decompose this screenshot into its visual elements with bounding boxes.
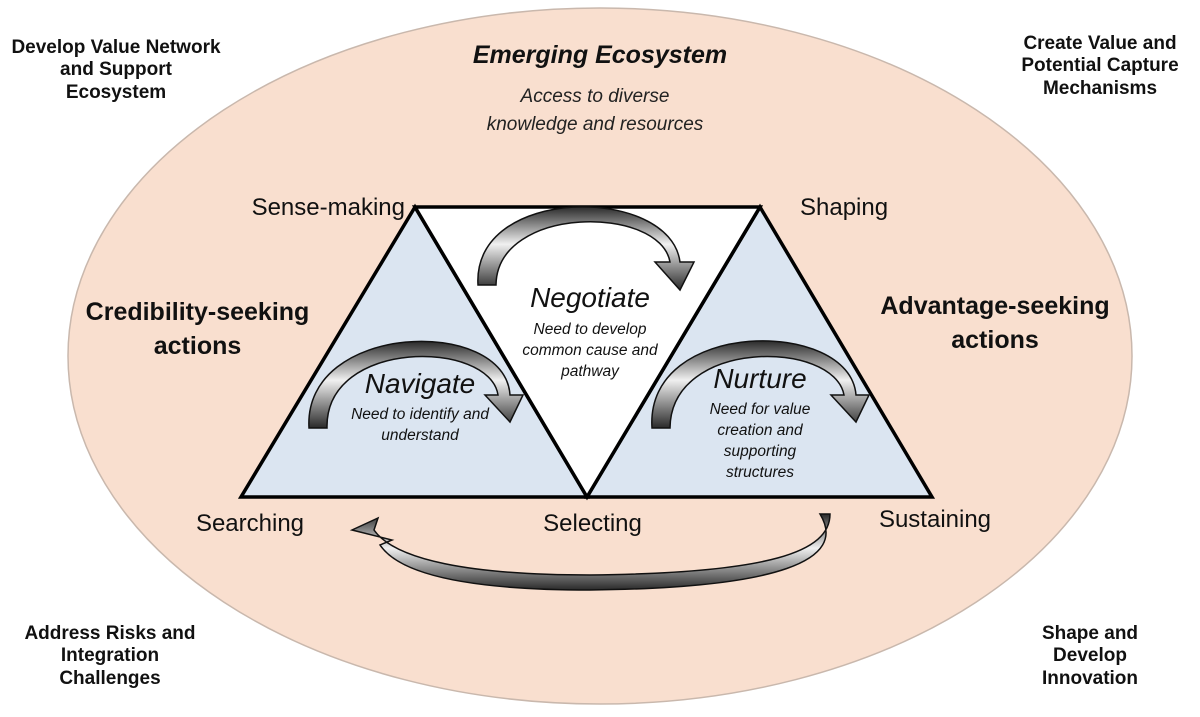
navigate-description: Need to identify and understand [351, 406, 489, 444]
negotiate-cycle-arrow [477, 206, 696, 292]
stage-sustaining: Sustaining [878, 506, 992, 533]
corner-top-left-label: Develop Value Network and Support Ecosys… [11, 37, 221, 103]
nurture-description: Need for value creation and supporting s… [709, 401, 811, 481]
navigate-title: Navigate [364, 368, 476, 399]
nurture-cycle-arrow [651, 340, 871, 429]
negotiate-title: Negotiate [530, 282, 650, 313]
return-cycle-arrow [349, 513, 831, 591]
ecosystem-subtitle: Access to diverse knowledge and resource… [486, 86, 704, 135]
negotiate-description: Need to develop common cause and pathway [522, 321, 658, 380]
credibility-seeking-label: Credibility-seeking actions [85, 298, 310, 360]
corner-bottom-left-label: Address Risks and Integration Challenges [24, 623, 196, 689]
stage-selecting: Selecting [543, 510, 642, 537]
stage-shaping: Shaping [800, 194, 889, 221]
corner-top-right-label: Create Value and Potential Capture Mecha… [1021, 33, 1179, 99]
stage-searching: Searching [195, 510, 305, 537]
stage-sense-making: Sense-making [251, 194, 405, 221]
advantage-seeking-label: Advantage-seeking actions [880, 292, 1110, 354]
ecosystem-title: Emerging Ecosystem [472, 41, 728, 69]
nurture-title: Nurture [713, 363, 807, 394]
navigate-cycle-arrow [308, 340, 525, 429]
corner-bottom-right-label: Shape and Develop Innovation [1041, 623, 1139, 689]
